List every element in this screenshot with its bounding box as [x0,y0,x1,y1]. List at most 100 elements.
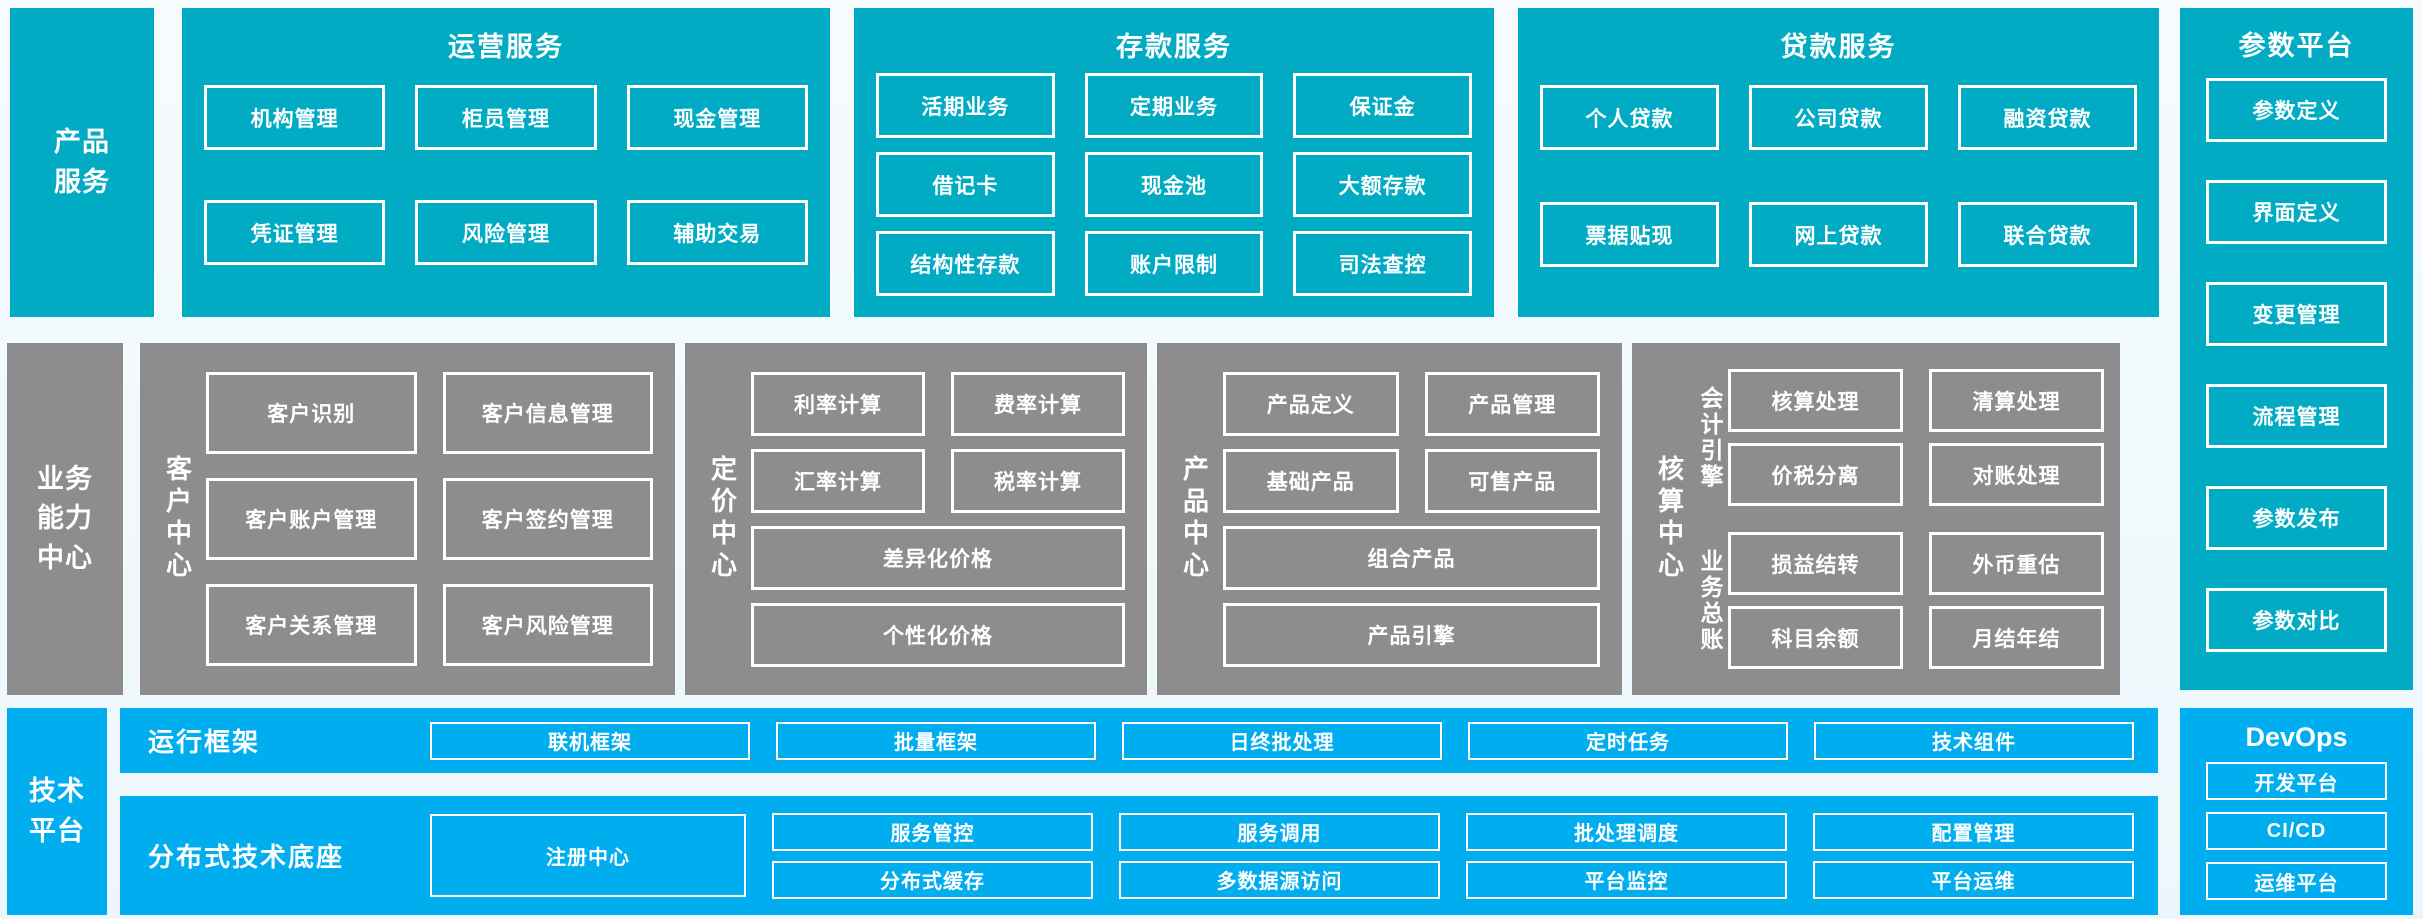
panel-customer-center: 客户中心 客户识别 客户信息管理 客户账户管理 客户签约管理 客户关系管理 客户… [140,343,675,695]
capability-box: 客户风险管理 [442,584,653,666]
capability-box: 产品管理 [1424,371,1600,436]
section-parameter-platform: 参数平台 参数定义 界面定义 变更管理 流程管理 参数发布 参数对比 [2180,8,2413,690]
capability-box: 清算处理 [1929,369,2104,432]
tech-box: 配置管理 [1813,812,2134,851]
service-box: 票据贴现 [1540,202,1719,267]
accounting-groups: 会计引擎 核算处理 清算处理 价税分离 对账处理 业务总账 损益结转 外币重估 … [1692,361,2104,677]
accounting-engine-label: 会计引擎 [1697,385,1723,490]
tech-box: CI/CD [2206,812,2387,850]
capability-box: 客户账户管理 [206,478,417,560]
capability-box: 价税分离 [1728,443,1903,506]
sidebar-product-services-label: 产品服务 [54,127,110,197]
tech-box: 批处理调度 [1466,812,1787,851]
capability-box: 汇率计算 [751,448,925,513]
capability-box-wide: 个性化价格 [751,602,1125,667]
service-box: 柜员管理 [415,85,597,150]
service-box: 现金池 [1084,152,1264,217]
pricing-center-label: 定价中心 [707,455,738,583]
sidebar-business-capability-center: 业务能力中心 [7,343,123,695]
service-box: 变更管理 [2206,282,2387,346]
service-box: 参数定义 [2206,78,2387,142]
tech-box: 联机框架 [430,721,750,760]
service-box: 公司贷款 [1749,85,1928,150]
sidebar-product-services: 产品服务 [10,8,154,317]
devops-title: DevOps [2245,722,2348,752]
capability-box: 利率计算 [751,371,925,436]
capability-box: 客户关系管理 [206,584,417,666]
service-box: 风险管理 [415,200,597,265]
capability-box-wide: 差异化价格 [751,525,1125,590]
runtime-box-row: 联机框架 批量框架 日终批处理 定时任务 技术组件 [430,721,2134,760]
capability-box: 损益结转 [1728,532,1903,595]
section-deposit-services: 存款服务 活期业务 定期业务 保证金 借记卡 现金池 大额存款 结构性存款 账户… [854,8,1494,317]
capability-box: 对账处理 [1929,443,2104,506]
tech-box: 分布式缓存 [772,860,1093,899]
section-title: 运营服务 [448,32,564,62]
operations-box-grid: 机构管理 柜员管理 现金管理 凭证管理 风险管理 辅助交易 [182,71,830,265]
tech-box: 服务调用 [1119,812,1440,851]
service-box: 机构管理 [204,85,386,150]
sidebar-technology-platform-label: 技术平台 [29,776,85,846]
sidebar-business-capability-label: 业务能力中心 [37,464,93,573]
customer-center-label: 客户中心 [162,455,193,583]
runtime-framework-label: 运行框架 [148,727,261,757]
service-box: 辅助交易 [626,200,808,265]
capability-box: 月结年结 [1929,606,2104,669]
service-box: 结构性存款 [876,231,1055,296]
service-box: 个人贷款 [1540,85,1719,150]
parameter-box-list: 参数定义 界面定义 变更管理 流程管理 参数发布 参数对比 [2180,66,2413,652]
band-runtime-framework: 运行框架 联机框架 批量框架 日终批处理 定时任务 技术组件 [120,708,2158,773]
tech-box: 服务管控 [772,812,1093,851]
distributed-box-grid: 服务管控 服务调用 批处理调度 配置管理 分布式缓存 多数据源访问 平台监控 平… [772,812,2134,899]
capability-box: 客户信息管理 [442,372,653,454]
service-box: 参数对比 [2206,588,2387,652]
tech-box: 开发平台 [2206,762,2387,800]
capability-box: 客户签约管理 [442,478,653,560]
service-box: 联合贷款 [1958,202,2137,267]
service-box: 借记卡 [876,152,1055,217]
service-box: 融资贷款 [1958,85,2137,150]
section-operations-services: 运营服务 机构管理 柜员管理 现金管理 凭证管理 风险管理 辅助交易 [182,8,830,317]
capability-box: 产品定义 [1223,371,1399,436]
deposit-box-grid: 活期业务 定期业务 保证金 借记卡 现金池 大额存款 结构性存款 账户限制 司法… [854,71,1494,296]
panel-pricing-center: 定价中心 利率计算 费率计算 汇率计算 税率计算 差异化价格 个性化价格 [685,343,1147,695]
section-loan-services: 贷款服务 个人贷款 公司贷款 融资贷款 票据贴现 网上贷款 联合贷款 [1518,8,2159,317]
service-box: 账户限制 [1084,231,1264,296]
capability-box: 科目余额 [1728,606,1903,669]
capability-box: 客户识别 [206,372,417,454]
band-distributed-base: 分布式技术底座 注册中心 服务管控 服务调用 批处理调度 配置管理 分布式缓存 … [120,796,2158,915]
service-box: 保证金 [1293,73,1472,138]
tech-box: 平台监控 [1466,860,1787,899]
capability-box: 费率计算 [951,371,1125,436]
capability-box: 外币重估 [1929,532,2104,595]
service-box: 大额存款 [1293,152,1472,217]
accounting-engine-group: 会计引擎 核算处理 清算处理 价税分离 对账处理 [1692,369,2104,506]
capability-box-wide: 组合产品 [1223,525,1600,590]
panel-accounting-center: 核算中心 会计引擎 核算处理 清算处理 价税分离 对账处理 业务总账 损益结转 … [1632,343,2120,695]
distributed-base-label: 分布式技术底座 [148,842,345,872]
product-center-label: 产品中心 [1179,455,1210,583]
section-title: 贷款服务 [1780,32,1897,62]
panel-product-center: 产品中心 产品定义 产品管理 基础产品 可售产品 组合产品 产品引擎 [1157,343,1622,695]
tech-box: 多数据源访问 [1119,860,1440,899]
tech-box: 运维平台 [2206,862,2387,900]
loan-box-grid: 个人贷款 公司贷款 融资贷款 票据贴现 网上贷款 联合贷款 [1518,71,2159,267]
service-box: 定期业务 [1084,73,1264,138]
section-title: 参数平台 [2238,31,2355,61]
service-box: 界面定义 [2206,180,2387,244]
service-box: 司法查控 [1293,231,1472,296]
tech-box: 技术组件 [1814,721,2134,760]
sidebar-technology-platform: 技术平台 [7,708,107,915]
registry-center-box: 注册中心 [430,814,746,897]
service-box: 网上贷款 [1749,202,1928,267]
business-ledger-label: 业务总账 [1697,548,1723,653]
tech-box: 定时任务 [1468,721,1788,760]
accounting-center-label: 核算中心 [1654,455,1685,583]
capability-box: 可售产品 [1424,448,1600,513]
service-box: 活期业务 [876,73,1055,138]
customer-box-grid: 客户识别 客户信息管理 客户账户管理 客户签约管理 客户关系管理 客户风险管理 [200,361,659,677]
service-box: 现金管理 [626,85,808,150]
capability-box: 基础产品 [1223,448,1399,513]
section-devops: DevOps 开发平台 CI/CD 运维平台 [2180,708,2413,915]
tech-box: 批量框架 [776,721,1096,760]
